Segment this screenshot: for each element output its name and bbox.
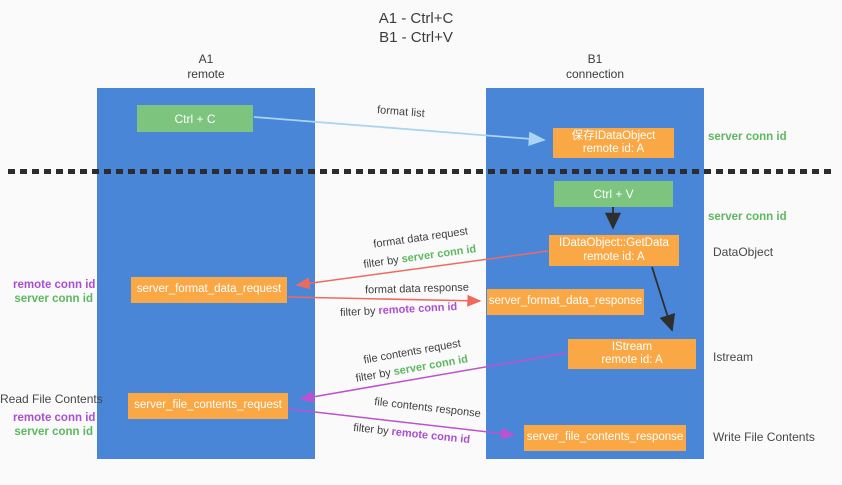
server-format-data-request-box: server_format_data_request (131, 277, 287, 303)
istream-line1: IStream (611, 340, 653, 353)
file-response-label: server_file_contents_response (526, 431, 684, 444)
lane-a1-subtitle: remote (187, 67, 225, 81)
getdata-to-istream-arrow (651, 266, 676, 332)
write-file-contents-label: Write File Contents (713, 430, 815, 444)
server-conn-id-label-2: server conn id (14, 425, 93, 438)
istream-line2: remote id: A (601, 354, 663, 366)
lane-b1-title: B1 (587, 52, 603, 66)
format-request-label: server_format_data_request (136, 283, 282, 296)
file-request-label: server_file_contents_request (134, 399, 282, 412)
server-conn-id-label-mid: server conn id (708, 211, 787, 223)
server-file-contents-request-box: server_file_contents_request (128, 393, 288, 419)
title-line-ctrl-c: A1 - Ctrl+C (378, 10, 454, 27)
conn-id-pair-top: remote conn id server conn id (13, 279, 96, 306)
idataobject-getdata-box: IDataObject::GetData remote id: A (549, 235, 679, 266)
format-data-response-arrow (287, 294, 482, 307)
conn-id-pair-bottom: remote conn id server conn id (13, 412, 96, 439)
remote-conn-id-label-2: remote conn id (13, 412, 96, 424)
server-format-data-response-box: server_format_data_response (487, 289, 644, 315)
file-contents-request-arrow (299, 352, 567, 403)
lane-a1-title: A1 (198, 52, 214, 66)
format-data-request-arrow (295, 250, 549, 290)
istream-box: IStream remote id: A (568, 339, 696, 369)
getdata-line2: remote id: A (583, 250, 645, 263)
ctrl-v-label: Ctrl + V (593, 187, 634, 201)
remote-conn-id-label-1: remote conn id (13, 279, 96, 291)
server-conn-id-label-top: server conn id (708, 131, 787, 143)
ctrl-c-box: Ctrl + C (137, 105, 253, 132)
istream-side-label: Istream (713, 350, 754, 364)
lane-b1-subtitle: connection (565, 67, 625, 81)
getdata-line1: IDataObject::GetData (559, 237, 669, 249)
server-file-contents-response-box: server_file_contents_response (524, 425, 686, 451)
file-contents-response-arrow (288, 408, 516, 440)
server-conn-id-label-1: server conn id (14, 292, 93, 305)
save-idataobject-box: 保存IDataObject remote id: A (553, 128, 674, 158)
save-idataobject-line1: 保存IDataObject (571, 129, 656, 142)
ctrl-c-label: Ctrl + C (174, 111, 216, 126)
dataobject-label: DataObject (713, 245, 774, 259)
diagram-title: A1 - Ctrl+C B1 - Ctrl+V (331, 9, 501, 47)
lane-header-b1: B1 connection (486, 52, 704, 82)
save-idataobject-line2: remote id: A (582, 143, 645, 155)
title-line-ctrl-v: B1 - Ctrl+V (379, 29, 453, 46)
filter-by-text: filter by (339, 305, 376, 320)
lane-header-a1: A1 remote (97, 52, 315, 82)
dotted-divider-line (8, 169, 835, 174)
ctrl-v-box: Ctrl + V (554, 181, 673, 207)
format-list-arrow (253, 116, 546, 146)
format-response-label: server_format_data_response (488, 295, 643, 308)
read-file-contents-label: Read File Contents (0, 392, 103, 406)
